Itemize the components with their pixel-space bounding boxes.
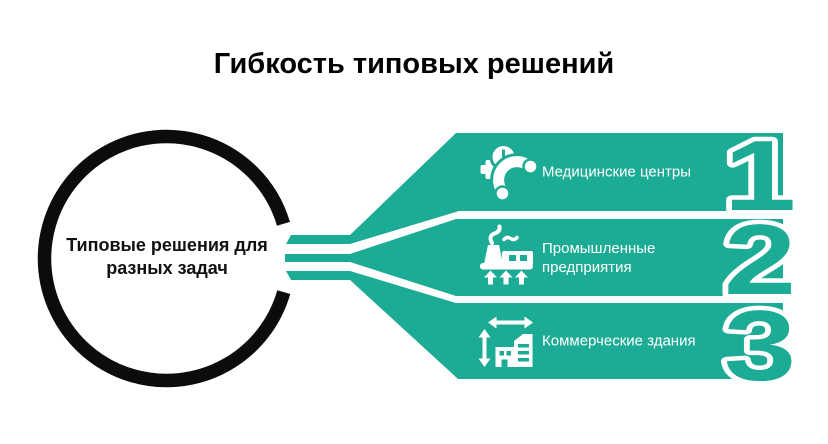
up-arrow-icon	[484, 270, 497, 285]
horizontal-arrow-icon	[488, 316, 533, 329]
banners	[285, 133, 783, 379]
cooling-tower	[484, 245, 503, 264]
banner-medical	[286, 133, 783, 244]
page-title: Гибкость типовых решений	[213, 48, 615, 80]
medical-phone-icon	[480, 143, 539, 202]
smoke-icon	[488, 224, 502, 245]
vertical-arrow-icon	[478, 329, 491, 367]
banner-industrial	[285, 219, 783, 296]
building-measure-icon	[478, 316, 533, 367]
item-label-industrial: Промышленные предприятия	[542, 240, 656, 276]
tall-building	[514, 334, 533, 367]
item-label-medical: Медицинские центры	[542, 163, 692, 181]
number-3: 3	[724, 289, 796, 401]
step-numbers: 1 2 3	[719, 114, 802, 406]
item-label-commercial: Коммерческие здания	[542, 332, 696, 350]
number-2: 2	[724, 203, 796, 315]
number-1: 1	[724, 119, 796, 231]
hub-label: Типовые решения для разных задач	[66, 235, 268, 278]
factory-base	[480, 263, 533, 270]
factory-hall	[502, 251, 533, 265]
hub-circle-ring	[37, 129, 296, 388]
factory-icon	[480, 224, 533, 285]
banner-commercial	[286, 271, 783, 379]
